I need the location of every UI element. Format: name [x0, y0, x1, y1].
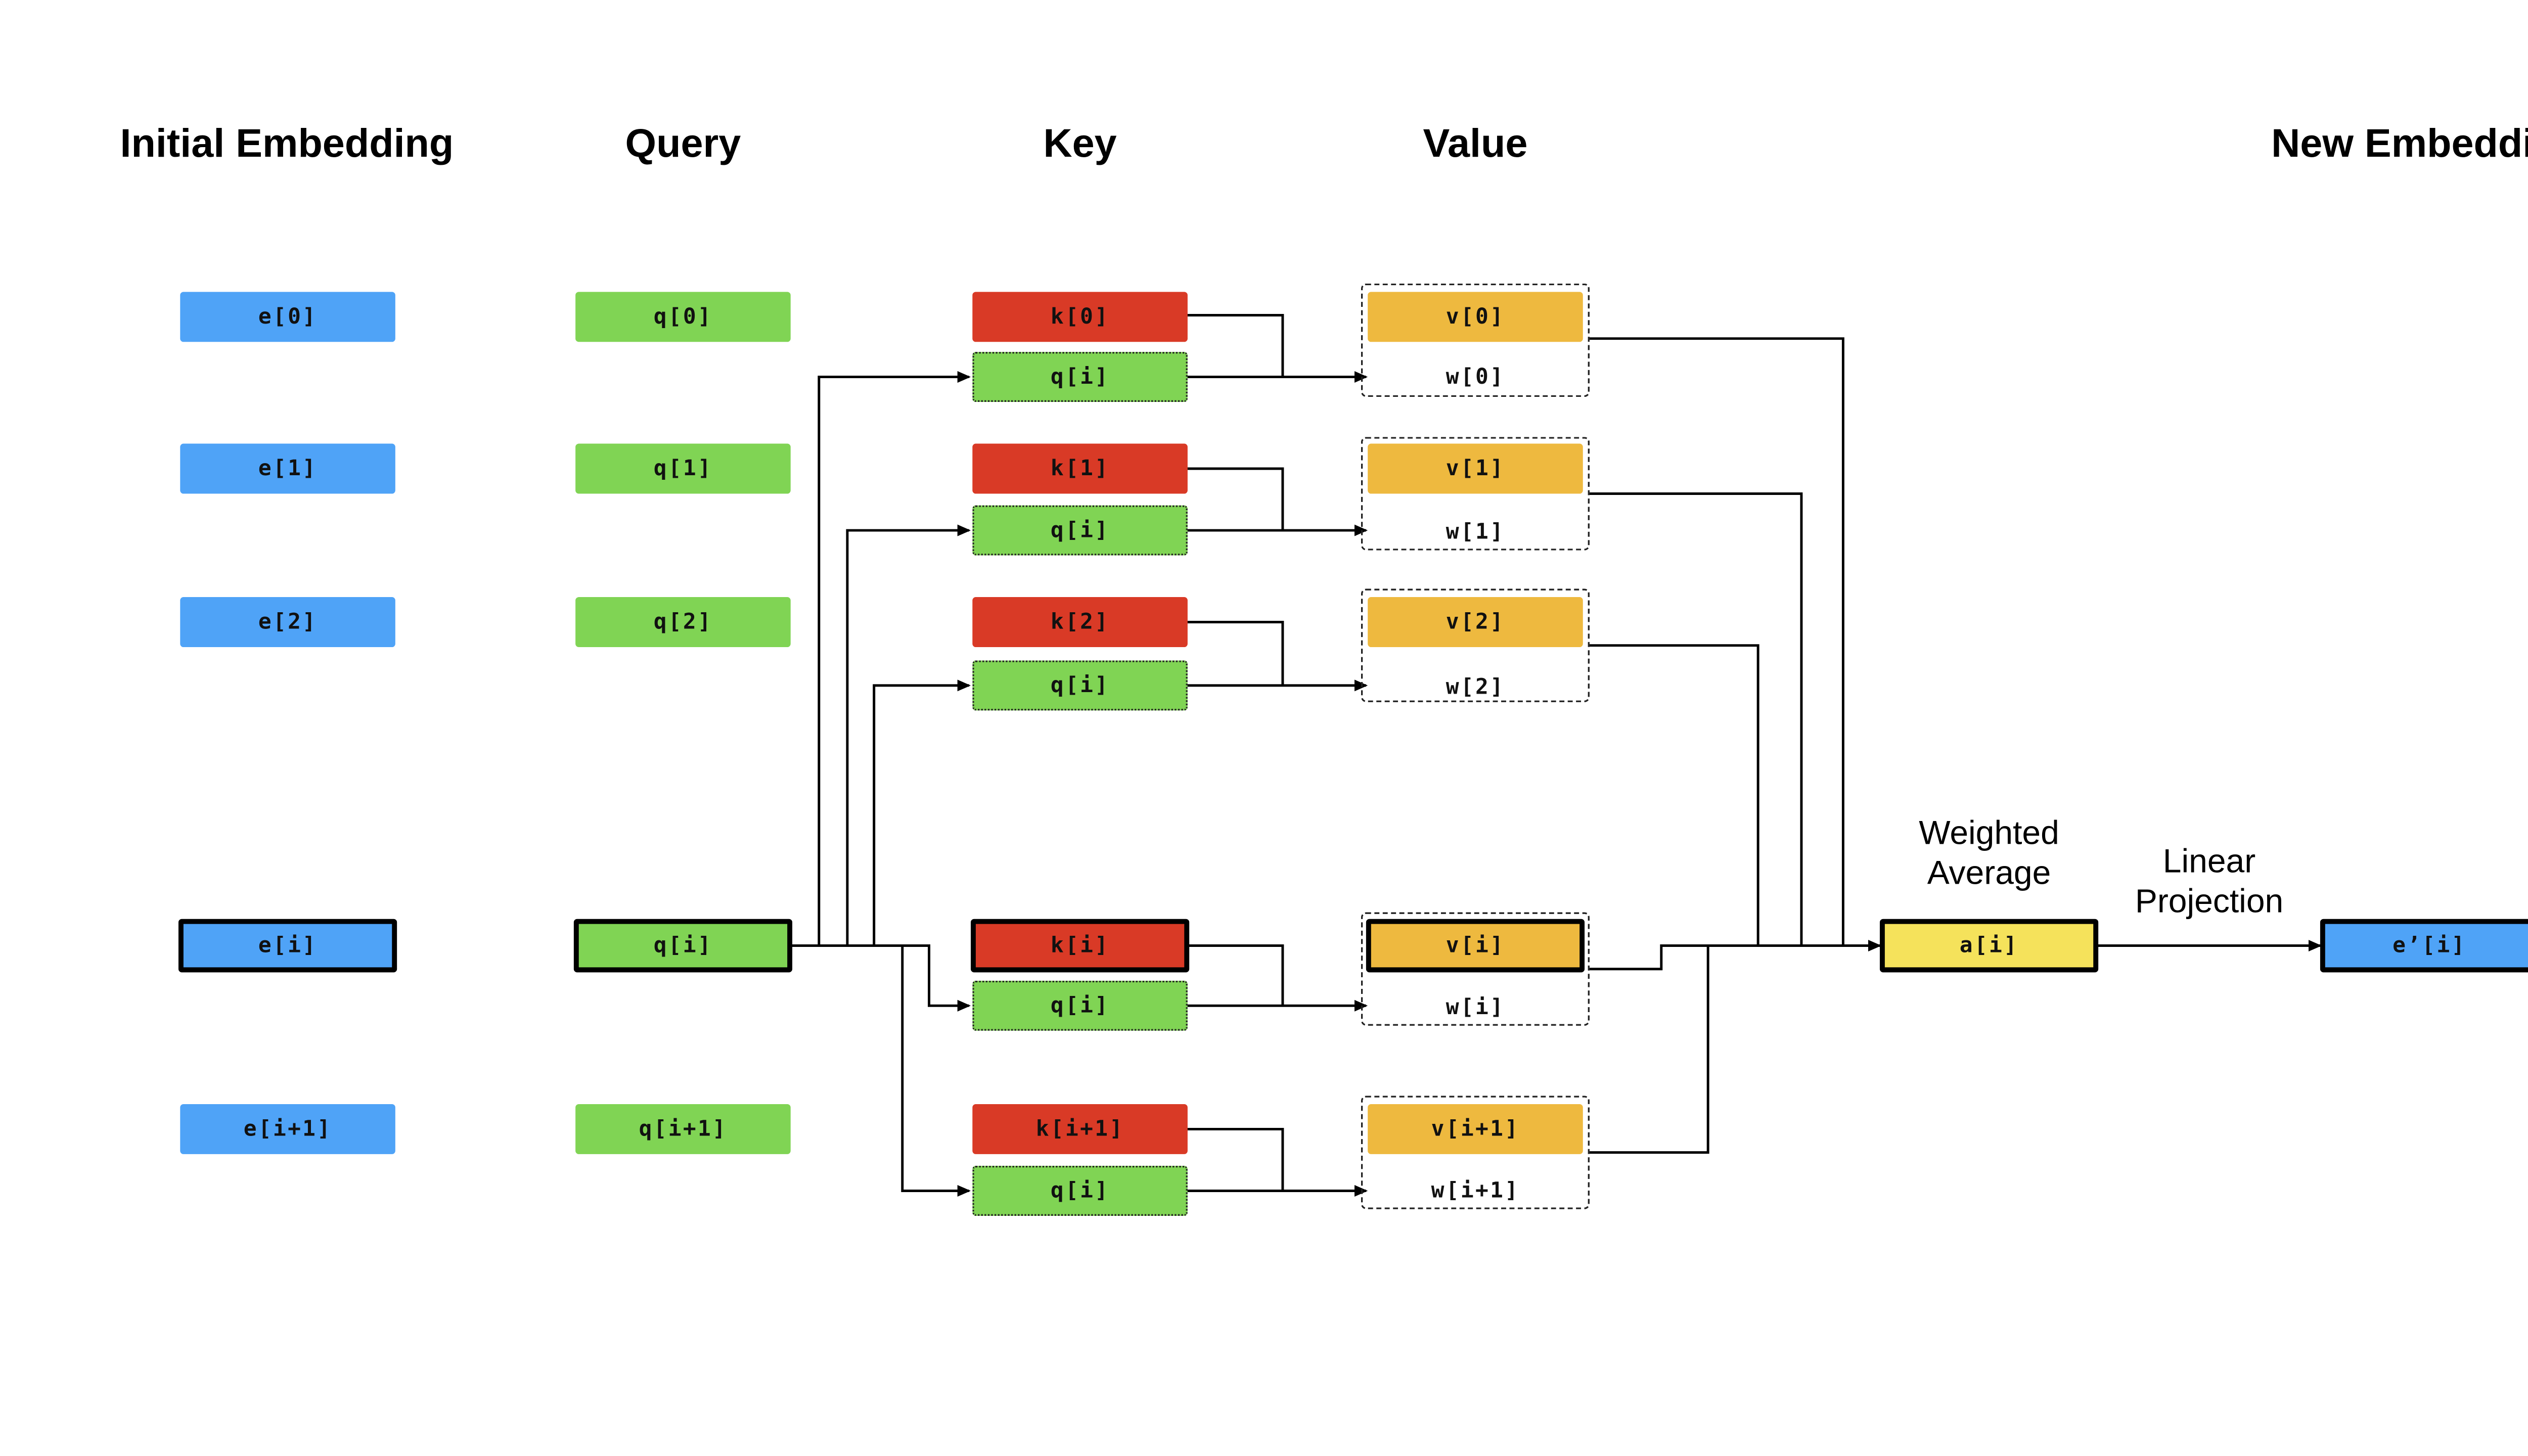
value-group-2 — [1361, 588, 1590, 702]
qi-to-row2-arrow — [790, 679, 971, 947]
weight-label-i: w[i] — [1446, 994, 1505, 1020]
v0-to-average-line — [1589, 337, 1844, 946]
key-query-box-i1: q[i] — [972, 1166, 1188, 1216]
key-box-i: k[i] — [971, 919, 1190, 973]
header-query: Query — [625, 121, 741, 167]
key-query-box-2: q[i] — [972, 660, 1188, 711]
weight-label-i1: w[i+1] — [1431, 1178, 1520, 1204]
query-box-0: q[0] — [575, 292, 791, 342]
qi-to-rowi1-arrow — [790, 944, 971, 1197]
ki1-merge-line — [1186, 1127, 1284, 1191]
weight-label-0: w[0] — [1446, 364, 1505, 390]
embedding-box-2: e[2] — [180, 597, 395, 648]
qi-to-row0-arrow — [790, 371, 971, 947]
key-box-i1: k[i+1] — [972, 1104, 1188, 1154]
value-box-1: v[1] — [1368, 443, 1583, 494]
value-box-0: v[0] — [1368, 292, 1583, 342]
value-group-i — [1361, 912, 1590, 1026]
k1-merge-line — [1186, 467, 1284, 531]
key-query-box-0: q[i] — [972, 352, 1188, 402]
key-box-0: k[0] — [972, 292, 1188, 342]
weight-label-1: w[1] — [1446, 519, 1505, 545]
value-group-1 — [1361, 437, 1590, 551]
key-query-box-1: q[i] — [972, 505, 1188, 556]
linear-projection-caption-line1: Linear — [2162, 844, 2256, 881]
embedding-box-0: e[0] — [180, 292, 395, 342]
header-initial-embedding: Initial Embedding — [120, 121, 454, 167]
new-embedding-box: e’[i] — [2320, 919, 2528, 973]
query-box-i1: q[i+1] — [575, 1104, 791, 1154]
linear-projection-caption-line2: Projection — [2135, 884, 2284, 921]
value-box-i1: v[i+1] — [1368, 1104, 1583, 1154]
k0-merge-line — [1186, 314, 1284, 377]
embedding-box-i: e[i] — [178, 919, 397, 973]
weighted-average-caption-line1: Weighted — [1919, 815, 2059, 852]
embedding-box-1: e[1] — [180, 443, 395, 494]
value-group-i1 — [1361, 1096, 1590, 1209]
value-box-i: v[i] — [1366, 919, 1585, 973]
weight-label-2: w[2] — [1446, 674, 1505, 700]
header-key: Key — [1043, 121, 1117, 167]
k2-merge-line — [1186, 621, 1284, 686]
v2-to-average-line — [1589, 644, 1759, 946]
value-group-0 — [1361, 283, 1590, 397]
key-box-1: k[1] — [972, 443, 1188, 494]
linear-projection-caption: Linear Projection — [2105, 842, 2313, 922]
query-box-1: q[1] — [575, 443, 791, 494]
weighted-average-caption: Weighted Average — [1881, 814, 2097, 894]
key-box-2: k[2] — [972, 597, 1188, 648]
query-box-2: q[2] — [575, 597, 791, 648]
header-new-embedding: New Embedding — [2271, 121, 2528, 167]
qi-to-row1-arrow — [790, 524, 971, 947]
weighted-average-caption-line2: Average — [1927, 855, 2051, 892]
key-query-box-i: q[i] — [972, 980, 1188, 1031]
v1-to-average-line — [1589, 492, 1803, 946]
query-box-i: q[i] — [573, 919, 793, 973]
value-box-2: v[2] — [1368, 597, 1583, 648]
vi-to-average-arrow — [1589, 939, 1882, 971]
ki-merge-line — [1186, 944, 1284, 1006]
header-value: Value — [1423, 121, 1528, 167]
vi1-to-average-line — [1589, 945, 1709, 1154]
embedding-box-i1: e[i+1] — [180, 1104, 395, 1154]
qi-to-rowi-arrow — [790, 944, 971, 1012]
weighted-average-box: a[i] — [1879, 919, 2099, 973]
